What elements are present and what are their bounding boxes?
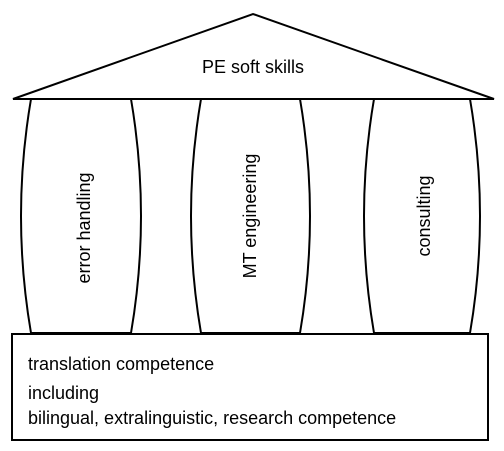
pillar-label: MT engineering [240, 154, 260, 279]
foundation: translation competence including bilingu… [11, 333, 489, 441]
foundation-line-1: translation competence [28, 354, 214, 374]
foundation-line-2: including [28, 383, 99, 403]
pillar-error-handling: error handling [20, 98, 142, 334]
roof-label: PE soft skills [202, 57, 304, 77]
pillar-mt-engineering: MT engineering [190, 98, 311, 334]
foundation-line-3: bilingual, extralinguistic, research com… [28, 408, 396, 428]
pillar-label: error handling [74, 172, 94, 283]
foundation-box [11, 333, 489, 441]
pillar-consulting: consulting [363, 98, 481, 334]
roof: PE soft skills [12, 12, 495, 100]
pillar-label: consulting [414, 175, 434, 256]
